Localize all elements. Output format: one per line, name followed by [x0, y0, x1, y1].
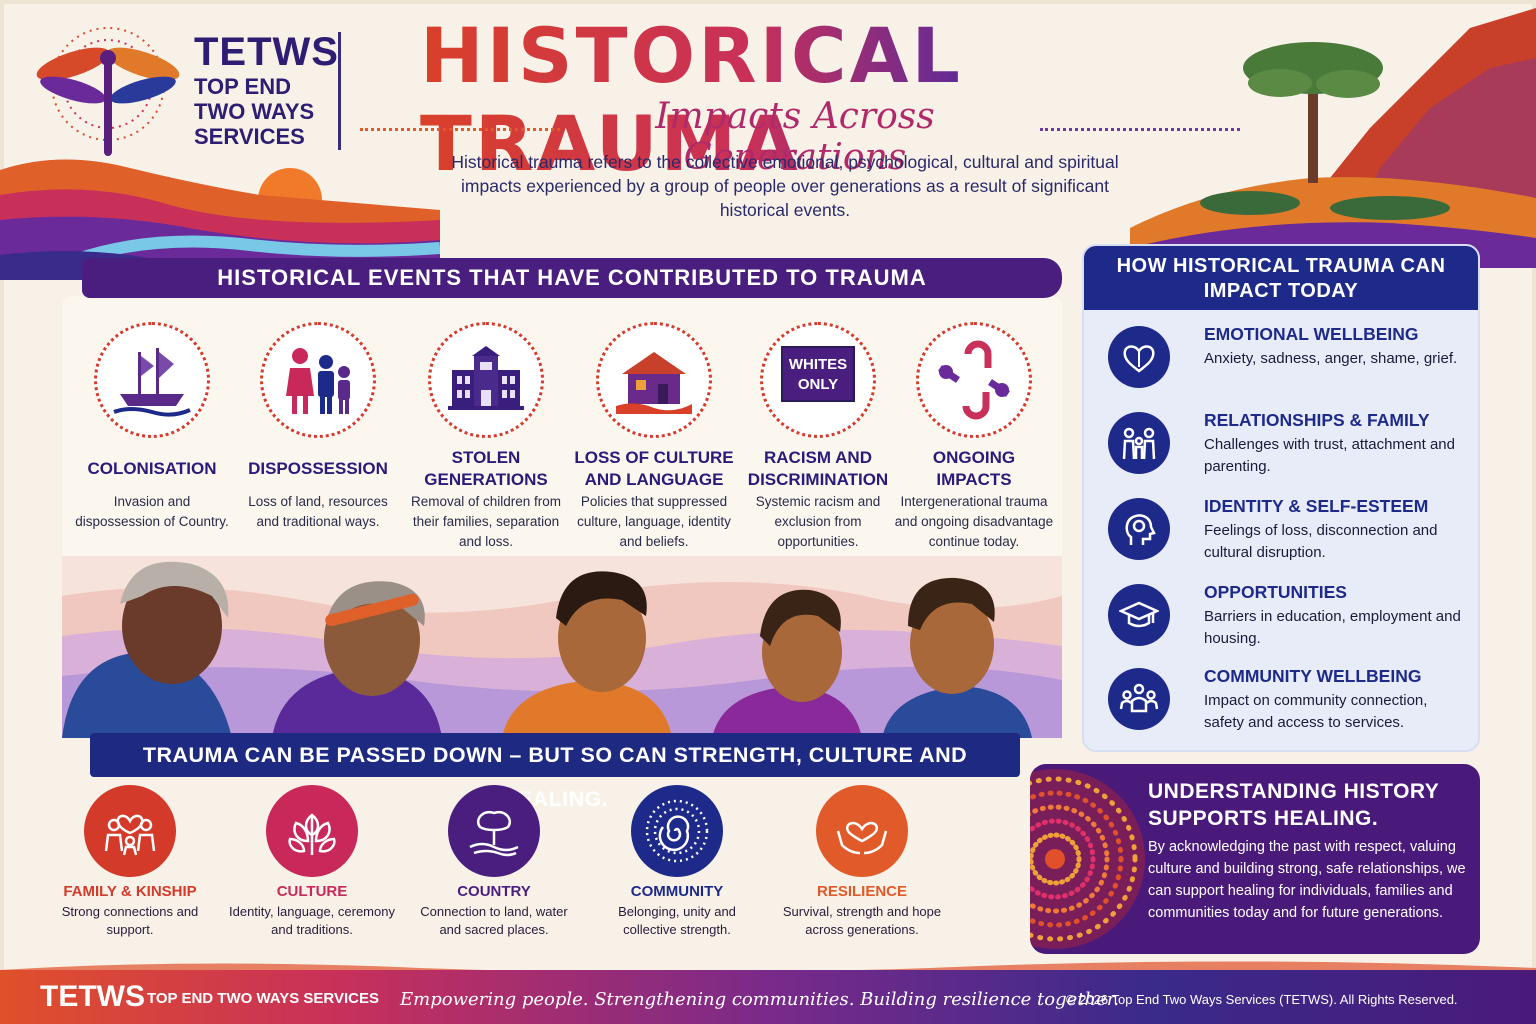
event-name: ONGOING IMPACTS [932, 448, 1016, 489]
intro-text: Historical trauma refers to the collecti… [451, 152, 1119, 220]
impact-name: OPPORTUNITIES [1204, 582, 1347, 602]
impact-name: COMMUNITY WELLBEING [1204, 666, 1422, 686]
impact-description: Barriers in education, employment and ho… [1204, 608, 1461, 647]
graduation-cap-icon [1108, 584, 1170, 646]
page-title: HISTORICAL TRAUMA [420, 12, 1160, 188]
strength-description: Belonging, unity and collective strength… [618, 904, 736, 937]
sign-icon: WHITES ONLY [760, 322, 876, 438]
impact-panel-title: HOW HISTORICAL TRAUMA CAN IMPACT TODAY [1084, 246, 1478, 310]
event-description: Systemic racism and exclusion from oppor… [755, 494, 881, 549]
footer-copyright: © 2026 Top End Two Ways Services (TETWS)… [1066, 992, 1458, 1007]
strength-description: Survival, strength and hope across gener… [782, 904, 942, 937]
family-heart-icon [84, 785, 176, 877]
strength-description: Identity, language, ceremony and traditi… [229, 904, 395, 937]
logo-subtitle: TOP END TWO WAYS SERVICES [194, 74, 315, 149]
leaves-icon [266, 785, 358, 877]
strength-name: RESILIENCE [816, 883, 907, 900]
footer-bar [0, 970, 1536, 1024]
healing-message-banner: TRAUMA CAN BE PASSED DOWN – BUT SO CAN S… [90, 733, 1020, 811]
whites-only-sign: WHITES ONLY [781, 346, 855, 402]
strength-name: COMMUNITY [630, 883, 724, 900]
dot-art-circle-icon [1030, 769, 1145, 949]
community-icon [1108, 668, 1170, 730]
event-name: LOSS OF CULTURE AND LANGUAGE [574, 448, 734, 489]
head-icon [1108, 498, 1170, 560]
event-name: RACISM AND DISCRIMINATION [747, 448, 889, 489]
impact-description: Feelings of loss, disconnection and cult… [1204, 522, 1438, 561]
event-racism: WHITES ONLY RACISM AND DISCRIMINATION Sy… [738, 322, 898, 552]
strength-culture: CULTURE Identity, language, ceremony and… [227, 785, 397, 939]
heart-brain-icon [1108, 326, 1170, 388]
strength-name: COUNTRY [457, 883, 531, 900]
logo-brand: TETWS [194, 30, 339, 74]
spiral-icon [631, 785, 723, 877]
event-colonisation: COLONISATION Invasion and dispossession … [72, 322, 232, 532]
event-ongoing-impacts: ONGOING IMPACTS Intergenerational trauma… [894, 322, 1054, 552]
impact-panel: HOW HISTORICAL TRAUMA CAN IMPACT TODAY E… [1082, 244, 1480, 752]
impact-description: Impact on community connection, safety a… [1204, 692, 1428, 731]
family-icon [260, 322, 376, 438]
event-loss-of-culture: LOSS OF CULTURE AND LANGUAGE Policies th… [574, 322, 734, 552]
ship-icon [94, 322, 210, 438]
strength-resilience: RESILIENCE Survival, strength and hope a… [777, 785, 947, 939]
event-name: DISPOSSESSION [248, 459, 388, 478]
header-divider [338, 32, 341, 150]
healing-callout: UNDERSTANDING HISTORY SUPPORTS HEALING. … [1030, 764, 1480, 954]
event-description: Policies that suppressed culture, langua… [577, 494, 731, 549]
strength-name: CULTURE [276, 883, 348, 900]
strength-description: Connection to land, water and sacred pla… [420, 904, 568, 937]
event-stolen-generations: STOLEN GENERATIONS Removal of children f… [406, 322, 566, 552]
impact-name: IDENTITY & SELF-ESTEEM [1204, 496, 1429, 516]
house-icon [596, 322, 712, 438]
institution-icon [428, 322, 544, 438]
healing-text: By acknowledging the past with respect, … [1148, 839, 1466, 921]
strength-name: FAMILY & KINSHIP [63, 883, 197, 900]
event-dispossession: DISPOSSESSION Loss of land, resources an… [238, 322, 398, 532]
family-icon [1108, 412, 1170, 474]
event-description: Intergenerational trauma and ongoing dis… [894, 494, 1054, 549]
impact-name: RELATIONSHIPS & FAMILY [1204, 410, 1430, 430]
landscape-right-illustration [1130, 8, 1536, 268]
footer-brand: TETWS [40, 980, 145, 1013]
broken-chain-icon [916, 322, 1032, 438]
strength-country: COUNTRY Connection to land, water and sa… [409, 785, 579, 939]
event-description: Loss of land, resources and traditional … [248, 494, 388, 529]
dotted-divider-right [1040, 128, 1240, 134]
hands-heart-icon [816, 785, 908, 877]
event-description: Removal of children from their families,… [410, 494, 562, 549]
tree-icon [448, 785, 540, 877]
strength-community: COMMUNITY Belonging, unity and collectiv… [592, 785, 762, 939]
impact-name: EMOTIONAL WELLBEING [1204, 324, 1419, 344]
event-name: COLONISATION [87, 459, 217, 478]
healing-title: UNDERSTANDING HISTORY SUPPORTS HEALING. [1148, 780, 1439, 830]
page-subtitle: Impacts Across Generations [655, 96, 935, 178]
impact-description: Anxiety, sadness, anger, shame, grief. [1204, 350, 1458, 367]
dotted-divider-left [360, 128, 560, 134]
events-section-title: HISTORICAL EVENTS THAT HAVE CONTRIBUTED … [82, 258, 1062, 298]
strength-description: Strong connections and support. [61, 904, 199, 937]
footer-org-name: TOP END TWO WAYS SERVICES [147, 990, 380, 1007]
footer-tagline: Empowering people. Strengthening communi… [400, 989, 1120, 1010]
tetws-logo: TETWS TOP END TWO WAYS SERVICES [28, 24, 338, 164]
event-description: Invasion and dispossession of Country. [75, 494, 229, 529]
event-name: STOLEN GENERATIONS [424, 448, 548, 489]
generations-illustration [62, 556, 1062, 738]
strength-family-kinship: FAMILY & KINSHIP Strong connections and … [45, 785, 215, 939]
impact-description: Challenges with trust, attachment and pa… [1204, 436, 1455, 475]
dragonfly-logo-icon [36, 27, 180, 156]
